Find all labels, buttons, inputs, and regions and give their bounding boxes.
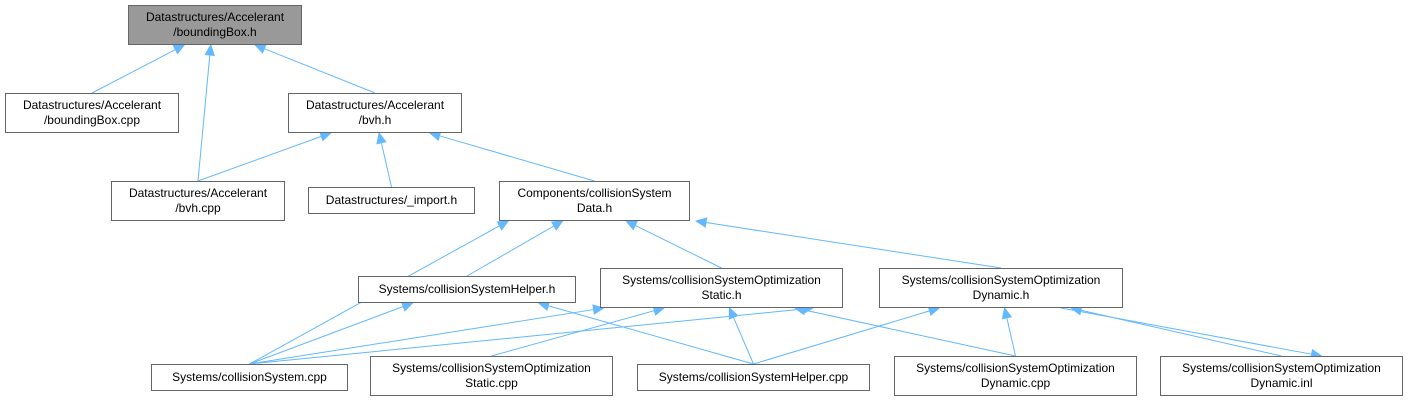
node-optimization-dynamic-cpp[interactable]: Systems/collisionSystemOptimization Dyna…	[894, 356, 1137, 396]
node-label-line2: Dynamic.h	[972, 288, 1030, 302]
node-label-line2: Dynamic.cpp	[980, 376, 1051, 390]
edge-collision_cpp-to-opt_static_h	[249, 309, 594, 365]
edge-arrowhead	[172, 44, 186, 55]
node-optimization-static-h[interactable]: Systems/collisionSystemOptimization Stat…	[600, 268, 843, 308]
node-collision-system-cpp[interactable]: Systems/collisionSystem.cpp	[151, 364, 348, 391]
edge-arrowhead	[400, 301, 414, 312]
node-label-line1: Components/collisionSystem	[517, 186, 672, 200]
node-label-line1: Datastructures/Accelerant	[22, 98, 162, 112]
node-label-line1: Systems/collisionSystemOptimization	[1182, 361, 1381, 375]
node-label-line2: /bvh.h	[358, 113, 392, 127]
edge-helper_cpp-to-opt_dynamic_h	[753, 310, 930, 365]
edge-opt_dynamic_cpp-to-opt_dynamic_h	[1006, 317, 1016, 357]
node-label-line1: Systems/collisionSystemOptimization	[622, 273, 821, 287]
node-optimization-dynamic-inl[interactable]: Systems/collisionSystemOptimization Dyna…	[1160, 356, 1403, 396]
node-label-line1: Datastructures/_import.h	[325, 193, 458, 207]
edge-opt_dynamic_cpp-to-opt_static_h	[804, 309, 1016, 357]
node-collision-system-helper-h[interactable]: Systems/collisionSystemHelper.h	[358, 276, 576, 303]
node-label-line1: Systems/collisionSystemOptimization	[392, 361, 591, 375]
node-label-line1: Datastructures/Accelerant	[145, 10, 285, 24]
edge-boundingbox_cpp-to-root	[91, 49, 176, 94]
edge-collision_cpp-to-opt_dynamic_h	[249, 308, 804, 365]
node-label-line2: Data.h	[576, 201, 613, 215]
edge-bvh_h-to-root	[264, 48, 376, 94]
edge-bvh_cpp-to-root	[197, 54, 211, 182]
edge-arrowhead	[625, 220, 638, 231]
node-label-line1: Systems/collisionSystemOptimization	[916, 361, 1115, 375]
node-label-line2: /bvh.cpp	[175, 201, 221, 215]
edge-helper_h-to-collision_data_h	[466, 225, 555, 277]
node-root-boundingbox-h: Datastructures/Accelerant /boundingBox.h	[128, 5, 302, 45]
edge-arrowhead	[1001, 306, 1013, 320]
node-bvh-h[interactable]: Datastructures/Accelerant /bvh.h	[288, 93, 462, 133]
node-label-line1: Systems/collisionSystemOptimization	[901, 273, 1101, 287]
node-label-line2: Static.cpp	[465, 376, 518, 390]
node-boundingbox-cpp[interactable]: Datastructures/Accelerant /boundingBox.c…	[5, 93, 179, 133]
node-label-line2: Dynamic.inl	[1250, 376, 1313, 390]
edge-import_h-to-bvh_h	[380, 142, 392, 188]
edge-arrowhead	[376, 131, 387, 145]
node-label-line2: /boundingBox.h	[173, 25, 257, 39]
edge-bvh_cpp-to-bvh_h	[197, 135, 322, 182]
node-optimization-dynamic-h[interactable]: Systems/collisionSystemOptimization Dyna…	[879, 268, 1123, 308]
node-bvh-cpp[interactable]: Datastructures/Accelerant /bvh.cpp	[111, 181, 285, 221]
edge-helper_cpp-to-helper_h	[548, 305, 754, 365]
edge-collision_data_h-to-bvh_h	[439, 135, 595, 182]
node-label-line1: Systems/collisionSystem.cpp	[172, 370, 327, 384]
edge-helper_cpp-to-opt_static_h	[732, 316, 754, 365]
node-collision-system-data-h[interactable]: Components/collisionSystem Data.h	[499, 181, 690, 221]
node-label-line1: Datastructures/Accelerant	[128, 186, 268, 200]
node-label-line2: /boundingBox.cpp	[43, 113, 141, 127]
node-label-line2: Static.h	[701, 288, 742, 302]
edge-collision_cpp-to-helper_h	[249, 306, 404, 365]
edge-opt_static_h-to-collision_data_h	[634, 224, 722, 269]
node-collision-system-helper-cpp[interactable]: Systems/collisionSystemHelper.cpp	[637, 364, 870, 391]
edge-arrowhead	[728, 306, 739, 320]
node-optimization-static-cpp[interactable]: Systems/collisionSystemOptimization Stat…	[370, 356, 613, 396]
node-label-line1: Systems/collisionSystemHelper.cpp	[658, 370, 849, 384]
node-import-h[interactable]: Datastructures/_import.h	[308, 187, 475, 214]
edge-arrowhead	[694, 217, 708, 228]
edge-opt_dynamic_h-to-opt_dynamic_inl	[1060, 307, 1312, 355]
edge-arrowhead	[319, 131, 332, 142]
edge-arrowhead	[496, 220, 510, 231]
edge-opt_static_cpp-to-opt_static_h	[491, 310, 655, 357]
edge-opt_dynamic_h-to-collision_data_h	[705, 222, 1002, 269]
edge-arrowhead	[204, 43, 216, 56]
node-label-line1: Systems/collisionSystemHelper.h	[378, 282, 556, 296]
edge-arrowhead	[253, 44, 267, 54]
node-label-line1: Datastructures/Accelerant	[305, 98, 445, 112]
edge-arrowhead	[550, 220, 564, 231]
